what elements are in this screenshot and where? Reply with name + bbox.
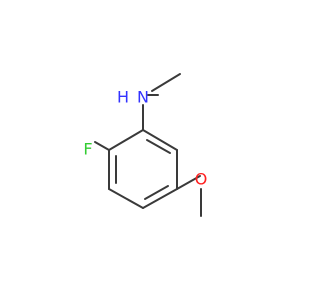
- atom-n-label: N: [137, 88, 149, 107]
- atom-f-label: F: [83, 140, 92, 159]
- bond-ring-f: [94, 141, 110, 151]
- atom-o-label: O: [195, 170, 208, 189]
- atom-h-label: H: [117, 88, 129, 107]
- molecule-canvas: H N F O: [83, 73, 208, 217]
- bond-ring-6: [142, 129, 178, 151]
- bond-ring-3: [108, 188, 144, 209]
- molecule-diagram: H N F O: [83, 73, 208, 217]
- bond-ring-inner-3: [146, 139, 171, 154]
- bond-ring-4: [142, 188, 178, 209]
- bond-ring-o: [176, 175, 201, 190]
- bond-ring-1: [108, 129, 144, 151]
- bond-ring-inner-2: [144, 185, 169, 200]
- bond-methyl-ch2: [151, 73, 181, 92]
